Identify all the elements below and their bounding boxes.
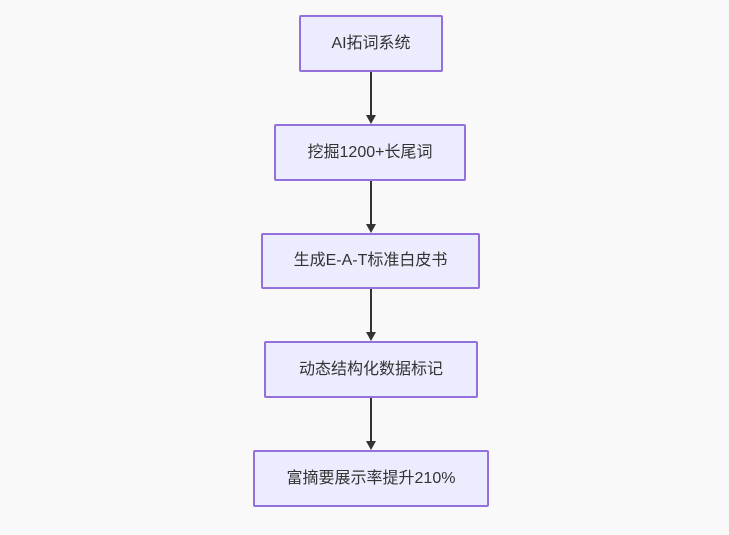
- arrow-head: [366, 332, 376, 341]
- flow-node-2: 挖掘1200+长尾词: [274, 124, 466, 181]
- arrow-head: [366, 441, 376, 450]
- flow-arrow-1: [366, 72, 376, 124]
- flow-node-3-label: 生成E-A-T标准白皮书: [293, 252, 448, 270]
- flow-node-4: 动态结构化数据标记: [264, 341, 478, 398]
- arrow-line: [370, 289, 372, 333]
- flow-node-5: 富摘要展示率提升210%: [253, 450, 489, 507]
- arrow-head: [366, 224, 376, 233]
- flow-node-1-label: AI拓词系统: [331, 34, 411, 52]
- flow-arrow-2: [366, 181, 376, 233]
- arrow-line: [370, 398, 372, 442]
- flow-node-1: AI拓词系统: [299, 15, 443, 72]
- arrow-line: [370, 181, 372, 225]
- flow-node-5-label: 富摘要展示率提升210%: [286, 469, 456, 487]
- arrow-head: [366, 115, 376, 124]
- flow-node-2-label: 挖掘1200+长尾词: [307, 143, 433, 161]
- flow-arrow-3: [366, 289, 376, 341]
- flow-node-4-label: 动态结构化数据标记: [298, 360, 443, 378]
- flow-arrow-4: [366, 398, 376, 450]
- arrow-line: [370, 72, 372, 116]
- flow-node-3: 生成E-A-T标准白皮书: [261, 233, 480, 289]
